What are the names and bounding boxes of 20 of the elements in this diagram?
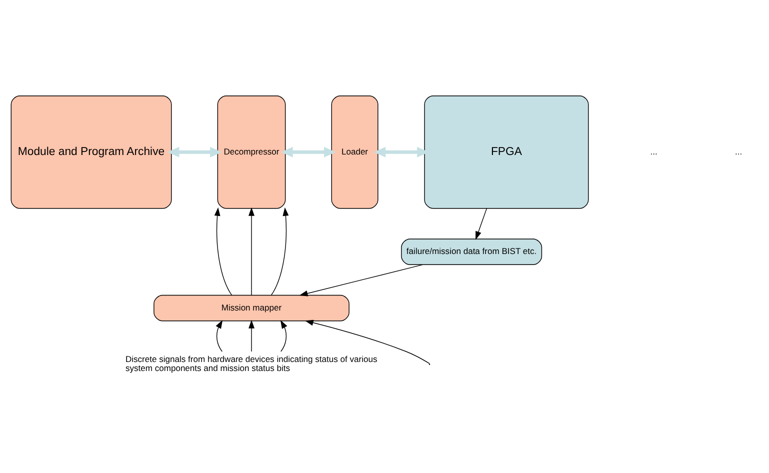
arrow xyxy=(280,320,288,352)
arrow xyxy=(248,320,254,352)
arrow xyxy=(299,264,424,296)
node-box: Module and Program Archive xyxy=(10,96,172,209)
node-box: Mission mapper xyxy=(154,294,350,322)
node-box: Decompressor xyxy=(217,96,286,209)
arrow xyxy=(304,320,430,364)
arrow xyxy=(270,207,289,296)
node-box: failure/mission data from BIST etc. xyxy=(401,238,542,265)
arrow xyxy=(167,146,222,158)
label: ... xyxy=(650,146,658,156)
node-box: Loader xyxy=(331,96,378,209)
arrow xyxy=(280,146,336,158)
label: ... xyxy=(735,146,742,156)
arrow xyxy=(476,208,488,240)
arrow xyxy=(214,207,232,296)
node-box: FPGA xyxy=(424,96,589,209)
arrow xyxy=(216,320,223,352)
node-text: Discrete signals from hardware devices indicating status of various system components and mission status bits xyxy=(125,354,378,374)
arrow xyxy=(248,207,254,296)
